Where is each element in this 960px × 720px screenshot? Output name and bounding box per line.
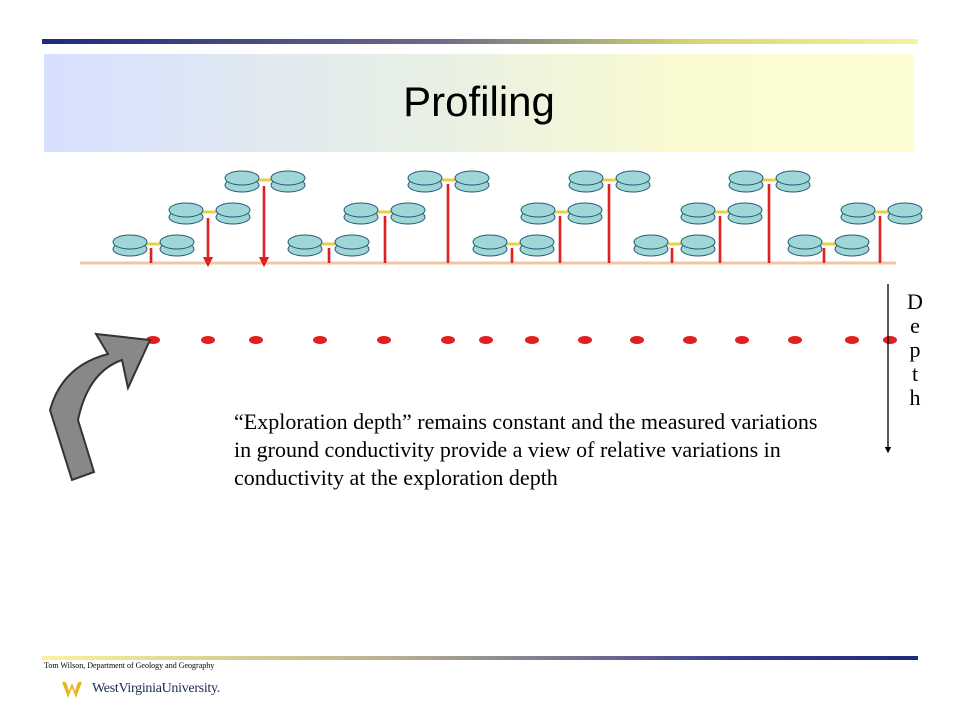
caption-text: “Exploration depth” remains constant and… [234, 409, 818, 490]
measurement-point [735, 336, 749, 344]
coil-icon [270, 170, 306, 193]
measurement-point [249, 336, 263, 344]
coil-icon [112, 234, 148, 257]
coil-icon [727, 202, 763, 225]
coil-icon [287, 234, 323, 257]
coil-icon [728, 170, 764, 193]
depth-letter: t [911, 361, 919, 386]
measurement-point [479, 336, 493, 344]
depth-label: D e p t h [900, 290, 930, 410]
coil-icon [633, 234, 669, 257]
coil-icon [787, 234, 823, 257]
measurement-point [845, 336, 859, 344]
coil-icon [407, 170, 443, 193]
measurement-point [313, 336, 327, 344]
depth-letter: p [909, 337, 921, 362]
coil-icon [159, 234, 195, 257]
coil-icon [887, 202, 923, 225]
measurement-point [788, 336, 802, 344]
depth-letter: D [907, 289, 923, 314]
coil-icon [680, 234, 716, 257]
coil-icon [834, 234, 870, 257]
coil-icon [454, 170, 490, 193]
coil-icon [215, 202, 251, 225]
coil-icon [615, 170, 651, 193]
university-logo: WestVirginiaUniversity. [60, 676, 220, 702]
top-divider [42, 39, 918, 44]
measurement-point [630, 336, 644, 344]
coil-icon [568, 170, 604, 193]
wv-logo-icon [62, 682, 82, 698]
coil-icon [334, 234, 370, 257]
coil-icon [168, 202, 204, 225]
coil-icon [775, 170, 811, 193]
depth-letter: e [910, 313, 920, 338]
coil-icon [472, 234, 508, 257]
measurement-point [377, 336, 391, 344]
coil-icon [680, 202, 716, 225]
logo-text: WestVirginiaUniversity. [92, 681, 221, 696]
measurement-point [201, 336, 215, 344]
title-band: Profiling [44, 54, 914, 152]
coil-icon [343, 202, 379, 225]
coil-icon [519, 234, 555, 257]
coil-icon [840, 202, 876, 225]
measurement-point [683, 336, 697, 344]
page-title: Profiling [403, 78, 555, 125]
measurement-point [441, 336, 455, 344]
measurement-point [578, 336, 592, 344]
footer-credit: Tom Wilson, Department of Geology and Ge… [44, 661, 215, 670]
coil-icon [390, 202, 426, 225]
coil-icon [520, 202, 556, 225]
coil-icon [567, 202, 603, 225]
coil-icon [224, 170, 260, 193]
curved-arrow-icon [48, 332, 152, 482]
depth-letter: h [909, 385, 921, 410]
measurement-point [525, 336, 539, 344]
bottom-divider [42, 656, 918, 660]
measurement-point [883, 336, 897, 344]
